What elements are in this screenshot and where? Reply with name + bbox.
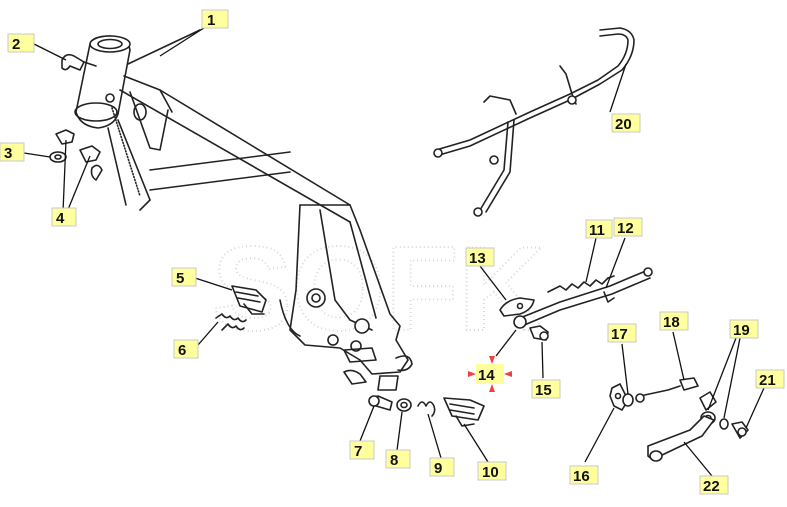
callout-7[interactable]: 7 <box>349 440 375 460</box>
side-stand-part[interactable] <box>513 267 653 329</box>
callout-15[interactable]: 15 <box>531 379 561 399</box>
svg-text:6: 6 <box>178 342 186 359</box>
svg-text:21: 21 <box>759 372 776 389</box>
callout-4[interactable]: 4 <box>51 207 77 227</box>
pivot-bolt-part[interactable] <box>731 421 749 439</box>
svg-text:10: 10 <box>482 464 499 481</box>
callout-12[interactable]: 12 <box>613 217 643 237</box>
svg-text:7: 7 <box>354 443 362 460</box>
callout-9[interactable]: 9 <box>429 457 455 477</box>
subframe-part[interactable] <box>433 27 635 217</box>
callout-1[interactable]: 1 <box>201 9 229 29</box>
stand-spring-part[interactable] <box>547 275 615 293</box>
callout-18[interactable]: 18 <box>659 311 689 331</box>
stand-bolt-part[interactable] <box>529 325 549 341</box>
svg-text:12: 12 <box>617 220 634 237</box>
callout-8[interactable]: 8 <box>385 449 411 469</box>
svg-text:16: 16 <box>573 468 590 485</box>
callout-19[interactable]: 19 <box>729 319 759 339</box>
watermark: SOFK <box>212 222 545 356</box>
plate-part[interactable] <box>499 297 535 317</box>
svg-text:11: 11 <box>589 222 605 239</box>
svg-text:18: 18 <box>663 314 680 331</box>
svg-text:5: 5 <box>176 270 184 287</box>
callout-22[interactable]: 22 <box>699 475 729 495</box>
svg-text:9: 9 <box>434 460 442 477</box>
washer-part[interactable] <box>49 151 67 163</box>
spring-left-part[interactable] <box>215 313 247 331</box>
pin-part[interactable] <box>368 395 393 411</box>
svg-text:2: 2 <box>12 36 20 53</box>
svg-text:14: 14 <box>478 367 495 384</box>
bushing-part[interactable] <box>396 398 412 412</box>
brake-pedal-part[interactable] <box>647 391 717 462</box>
nut-part[interactable] <box>622 393 634 407</box>
svg-text:19: 19 <box>733 322 750 339</box>
spring-right-part[interactable] <box>417 401 436 417</box>
frame-part[interactable] <box>74 29 413 391</box>
callout-13[interactable]: 13 <box>465 247 495 267</box>
callout-21[interactable]: 21 <box>755 369 785 389</box>
footpeg-right-part[interactable] <box>443 397 485 427</box>
callout-20[interactable]: 20 <box>611 113 641 133</box>
svg-text:17: 17 <box>611 326 628 343</box>
callout-10[interactable]: 10 <box>477 461 507 481</box>
svg-text:8: 8 <box>390 452 398 469</box>
svg-text:20: 20 <box>615 116 632 133</box>
svg-text:1: 1 <box>207 12 215 29</box>
wing-bolt-part[interactable] <box>61 53 97 71</box>
callout-6[interactable]: 6 <box>173 339 199 359</box>
svg-text:3: 3 <box>4 145 12 162</box>
callout-11[interactable]: 11 <box>585 219 613 239</box>
fitting-part[interactable] <box>55 129 103 181</box>
footpeg-left-part[interactable] <box>231 285 267 315</box>
svg-text:4: 4 <box>56 210 65 227</box>
callout-17[interactable]: 17 <box>607 323 637 343</box>
svg-text:15: 15 <box>535 382 552 399</box>
callout-14-selected[interactable]: 14 <box>468 356 512 392</box>
callout-16[interactable]: 16 <box>569 465 599 485</box>
brake-rod-part[interactable] <box>635 377 699 403</box>
svg-text:22: 22 <box>703 478 720 495</box>
callout-2[interactable]: 2 <box>7 33 35 53</box>
leader-lines <box>23 25 765 477</box>
callout-3[interactable]: 3 <box>0 142 25 162</box>
callout-5[interactable]: 5 <box>171 267 197 287</box>
svg-text:13: 13 <box>469 250 486 267</box>
